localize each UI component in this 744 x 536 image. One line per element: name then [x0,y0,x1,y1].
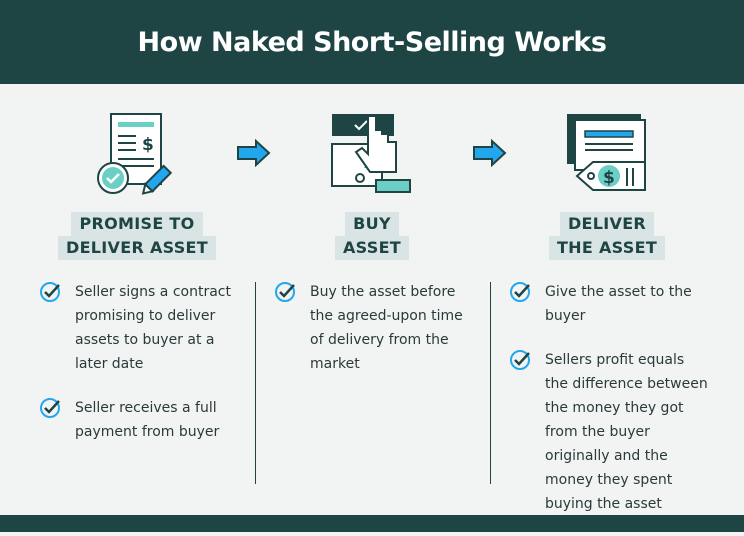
bullet-text: Buy the asset before the agreed-upon tim… [310,284,463,372]
step-1-bullets: Seller signs a contract promising to del… [39,280,239,464]
heading-line: PROMISE TO [71,212,203,236]
check-circle-icon [40,282,60,302]
check-circle-icon [510,282,530,302]
step-3-heading: DELIVER THE ASSET [507,212,707,260]
heading-line: DELIVER [559,212,655,236]
divider [490,282,491,484]
heading-line: BUY [345,212,399,236]
svg-text:$: $ [142,135,154,155]
check-circle-icon [40,398,60,418]
arrow-right-icon [473,139,507,167]
divider [255,282,256,484]
check-circle-icon [275,282,295,302]
buy-hand-icon [331,114,411,193]
bullet-text: Give the asset to the buyer [545,284,692,324]
heading-line: ASSET [334,236,410,260]
bullet-text: Sellers profit equals the difference bet… [545,352,708,512]
contract-icon: $ [97,113,173,195]
page-title: How Naked Short-Selling Works [137,26,607,58]
step-1-heading: PROMISE TO DELIVER ASSET [37,212,237,260]
step-2-heading: BUY ASSET [272,212,472,260]
bullet-text: Seller receives a full payment from buye… [75,400,220,440]
list-item: Buy the asset before the agreed-upon tim… [274,280,474,376]
list-item: Seller receives a full payment from buye… [39,396,239,444]
list-item: Give the asset to the buyer [509,280,709,328]
arrow-right-icon [237,139,271,167]
bullet-text: Seller signs a contract promising to del… [75,284,231,372]
check-circle-icon [510,350,530,370]
header: How Naked Short-Selling Works [0,0,744,84]
heading-line: THE ASSET [548,236,666,260]
certificate-price-tag-icon: $ [567,114,646,191]
svg-text:$: $ [603,168,615,188]
step-3-bullets: Give the asset to the buyer Sellers prof… [509,280,709,536]
step-2-bullets: Buy the asset before the agreed-upon tim… [274,280,474,396]
list-item: Seller signs a contract promising to del… [39,280,239,376]
footer-bar [0,515,744,532]
heading-line: DELIVER ASSET [57,236,217,260]
list-item: Sellers profit equals the difference bet… [509,348,709,516]
